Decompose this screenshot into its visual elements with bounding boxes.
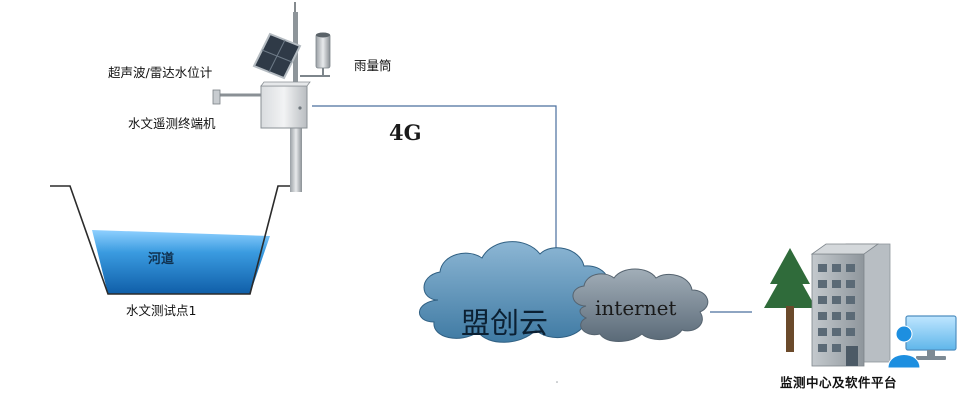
river-label: 河道 (148, 252, 175, 267)
river-channel (50, 185, 296, 295)
river-bank-outline (50, 185, 296, 295)
monitor-center-illustration (764, 243, 957, 369)
solar-panel (252, 32, 302, 80)
tree-icon (764, 248, 816, 352)
link-4g-line (312, 105, 557, 258)
rtu-label: 水文遥测终端机 (128, 116, 216, 131)
user-avatar-icon (887, 325, 921, 369)
decor-dot (556, 381, 558, 383)
internet-cloud (572, 268, 709, 342)
rain-gauge-device (300, 32, 331, 77)
internet-label: internet (595, 296, 677, 320)
monitor-center-label: 监测中心及软件平台 (780, 375, 898, 390)
station-label: 水文测试点1 (126, 303, 197, 318)
pole-upper (293, 12, 298, 120)
rain-gauge-label: 雨量筒 (354, 58, 392, 73)
river-water (92, 230, 270, 294)
level-sensor-label: 超声波/雷达水位计 (108, 65, 213, 80)
monitor-icon (905, 315, 957, 360)
link-4g-label: 4G (389, 120, 422, 145)
level-sensor-arm (212, 89, 262, 105)
monitoring-station (212, 2, 331, 192)
cloud-label: 盟创云 (461, 306, 549, 340)
pole-lower (290, 120, 302, 192)
rtu-cabinet (260, 81, 311, 129)
building-icon (810, 243, 880, 367)
